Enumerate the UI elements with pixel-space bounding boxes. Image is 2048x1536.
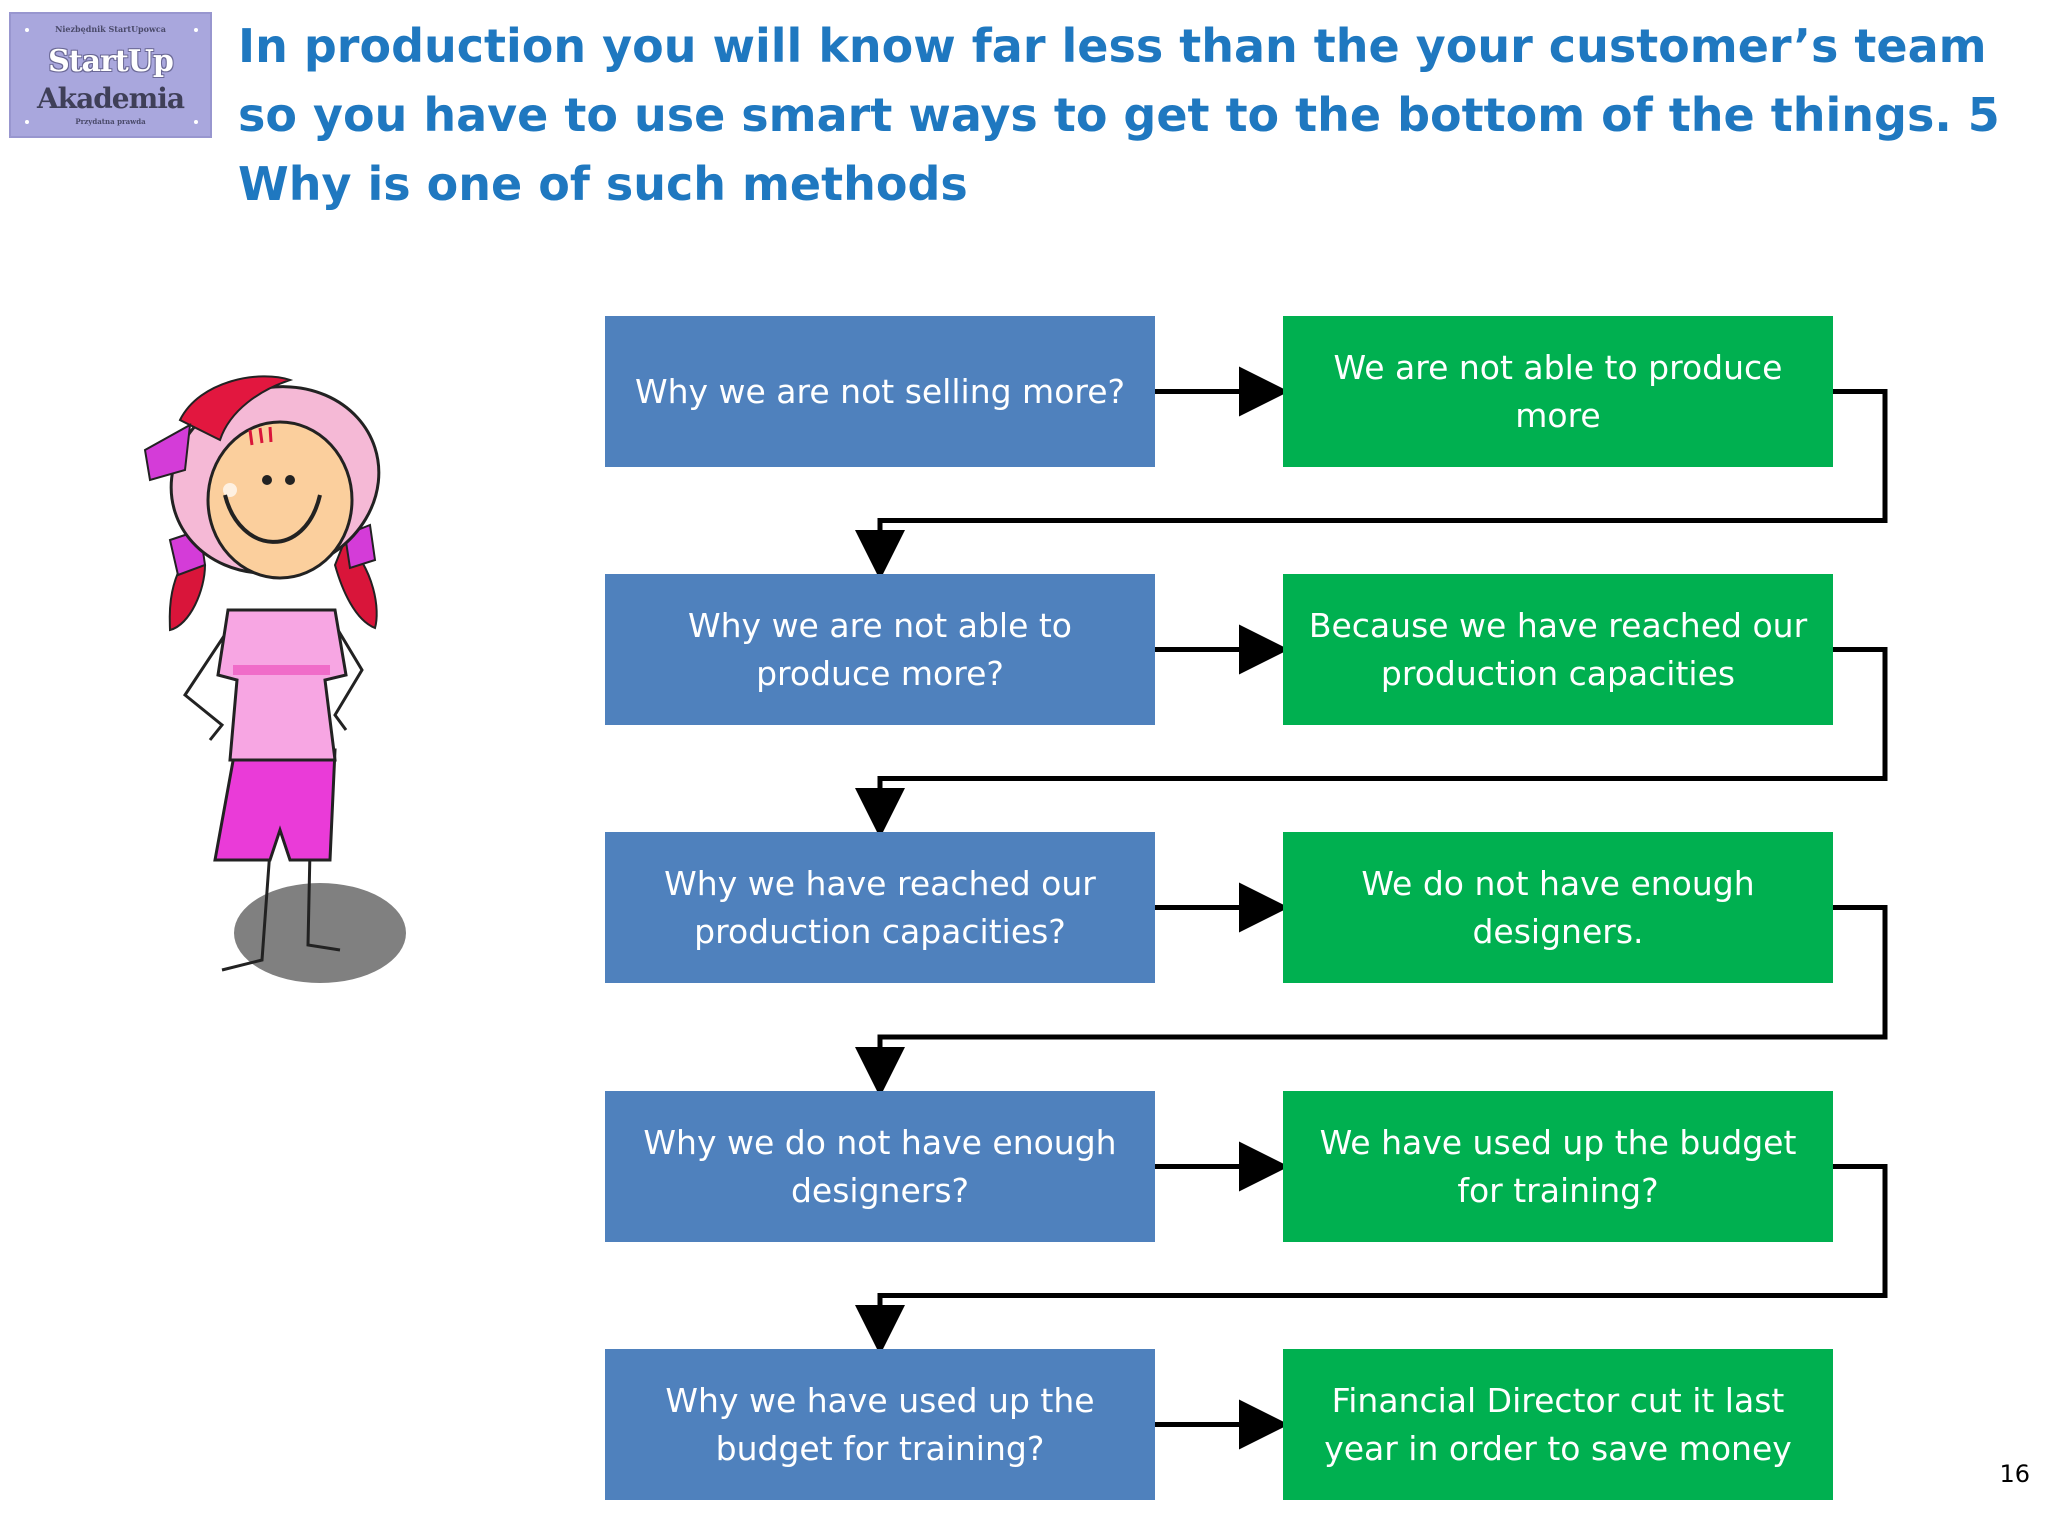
answer-box-4: We have used up the budget for training? xyxy=(1283,1091,1833,1242)
answer-box-1: We are not able to produce more xyxy=(1283,316,1833,467)
answer-box-5: Financial Director cut it last year in o… xyxy=(1283,1349,1833,1500)
page-number: 16 xyxy=(1999,1460,2030,1488)
answer-box-2: Because we have reached our production c… xyxy=(1283,574,1833,725)
cartoon-girl-illustration xyxy=(143,375,406,983)
why-box-3: Why we have reached our production capac… xyxy=(605,832,1155,983)
shadow-shape xyxy=(234,883,406,983)
answer-box-3: We do not have enough designers. xyxy=(1283,832,1833,983)
why-box-1: Why we are not selling more? xyxy=(605,316,1155,467)
why-box-2: Why we are not able to produce more? xyxy=(605,574,1155,725)
arrow-answer-to-next-question-4 xyxy=(855,1164,1888,1355)
logo-tagline-top: Niezbędnik StartUpowca xyxy=(55,24,166,34)
slide-title: In production you will know far less tha… xyxy=(238,19,2000,211)
startup-akademia-logo: Niezbędnik StartUpowca StartUp Akademia … xyxy=(9,12,212,138)
arrow-answer-to-next-question-1 xyxy=(855,389,1888,580)
logo-tagline-bottom: Przydatna prawda xyxy=(75,117,146,126)
logo-startup-text: StartUp xyxy=(48,44,174,79)
why-box-5: Why we have used up the budget for train… xyxy=(605,1349,1155,1500)
arrow-answer-to-next-question-3 xyxy=(855,905,1888,1097)
arrow-answer-to-next-question-2 xyxy=(855,647,1888,838)
logo-akademia-text: Akademia xyxy=(36,82,185,115)
why-box-4: Why we do not have enough designers? xyxy=(605,1091,1155,1242)
